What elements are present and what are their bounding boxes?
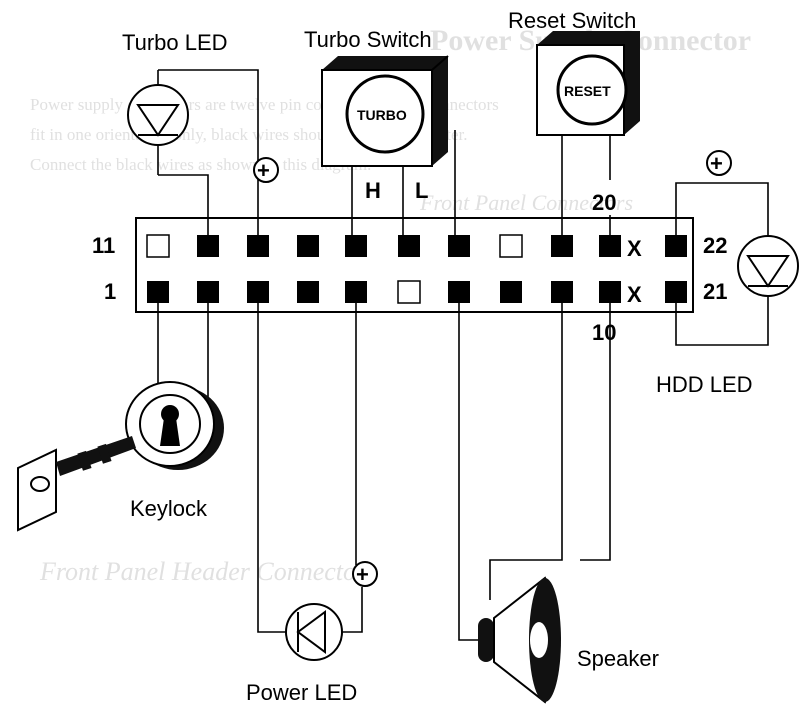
- pin-22: [665, 235, 687, 257]
- pin-15: [345, 235, 367, 257]
- pin-x-bottom: X: [627, 282, 642, 307]
- pin-21: [665, 281, 687, 303]
- pin-17: [448, 235, 470, 257]
- hdd-led-label: HDD LED: [656, 372, 753, 397]
- bg-line-3: Connect the black wires as shown in this…: [30, 155, 371, 174]
- pin-16: [398, 235, 420, 257]
- pin-3: [247, 281, 269, 303]
- svg-text:+: +: [710, 151, 723, 176]
- top-pin-row: [146, 234, 687, 258]
- pin-label-10: 10: [592, 320, 616, 345]
- hdd-led: [737, 235, 799, 297]
- pin-10: [599, 281, 621, 303]
- svg-text:+: +: [356, 562, 369, 587]
- pin-8: [500, 281, 522, 303]
- pin-x-top: X: [627, 236, 642, 261]
- pin-4: [297, 281, 319, 303]
- bottom-pin-row: [147, 280, 687, 304]
- pin-19: [551, 235, 573, 257]
- turbo-led-label: Turbo LED: [122, 30, 228, 55]
- pin-7: [448, 281, 470, 303]
- pin-18: [499, 234, 523, 258]
- bg-footer: Front Panel Header Connector: [39, 557, 367, 586]
- pin-5: [345, 281, 367, 303]
- pin-13: [247, 235, 269, 257]
- pin-label-21: 21: [703, 279, 727, 304]
- turbo-switch: TURBO: [321, 55, 449, 167]
- reset-button-text: RESET: [564, 83, 611, 99]
- pin-6: [397, 280, 421, 304]
- turbo-led-plus-icon: +: [253, 157, 279, 183]
- speaker-icon: [478, 576, 561, 704]
- reset-button: [556, 54, 628, 126]
- pin-12: [197, 235, 219, 257]
- turbo-button-text: TURBO: [357, 107, 407, 123]
- hdd-led-plus-icon: +: [706, 150, 732, 176]
- power-led-diode-icon: [296, 610, 326, 654]
- reset-switch-label: Reset Switch: [508, 8, 636, 33]
- pin-2: [197, 281, 219, 303]
- keylock: [125, 381, 224, 470]
- turbo-led: [127, 70, 189, 175]
- pin-1: [147, 281, 169, 303]
- svg-text:+: +: [257, 158, 270, 183]
- power-led-label: Power LED: [246, 680, 357, 705]
- turbo-l-label: L: [415, 178, 428, 203]
- pin-9: [551, 281, 573, 303]
- speaker-label: Speaker: [577, 646, 659, 671]
- pin-14: [297, 235, 319, 257]
- pin-label-22: 22: [703, 233, 727, 258]
- pin-label-20: 20: [592, 190, 616, 215]
- power-led: [285, 603, 343, 661]
- turbo-led-diode-icon: [136, 104, 180, 137]
- pin-label-11: 11: [92, 233, 115, 258]
- key-icon: [17, 436, 136, 532]
- power-led-plus-icon: +: [352, 561, 378, 587]
- pin-20: [599, 235, 621, 257]
- keylock-label: Keylock: [130, 496, 208, 521]
- reset-switch: RESET: [536, 31, 640, 136]
- turbo-h-label: H: [365, 178, 381, 203]
- pin-11: [146, 234, 170, 258]
- hdd-led-diode-icon: [746, 255, 790, 288]
- turbo-switch-label: Turbo Switch: [304, 27, 432, 52]
- turbo-button: [345, 74, 425, 154]
- pin-label-1: 1: [104, 279, 116, 304]
